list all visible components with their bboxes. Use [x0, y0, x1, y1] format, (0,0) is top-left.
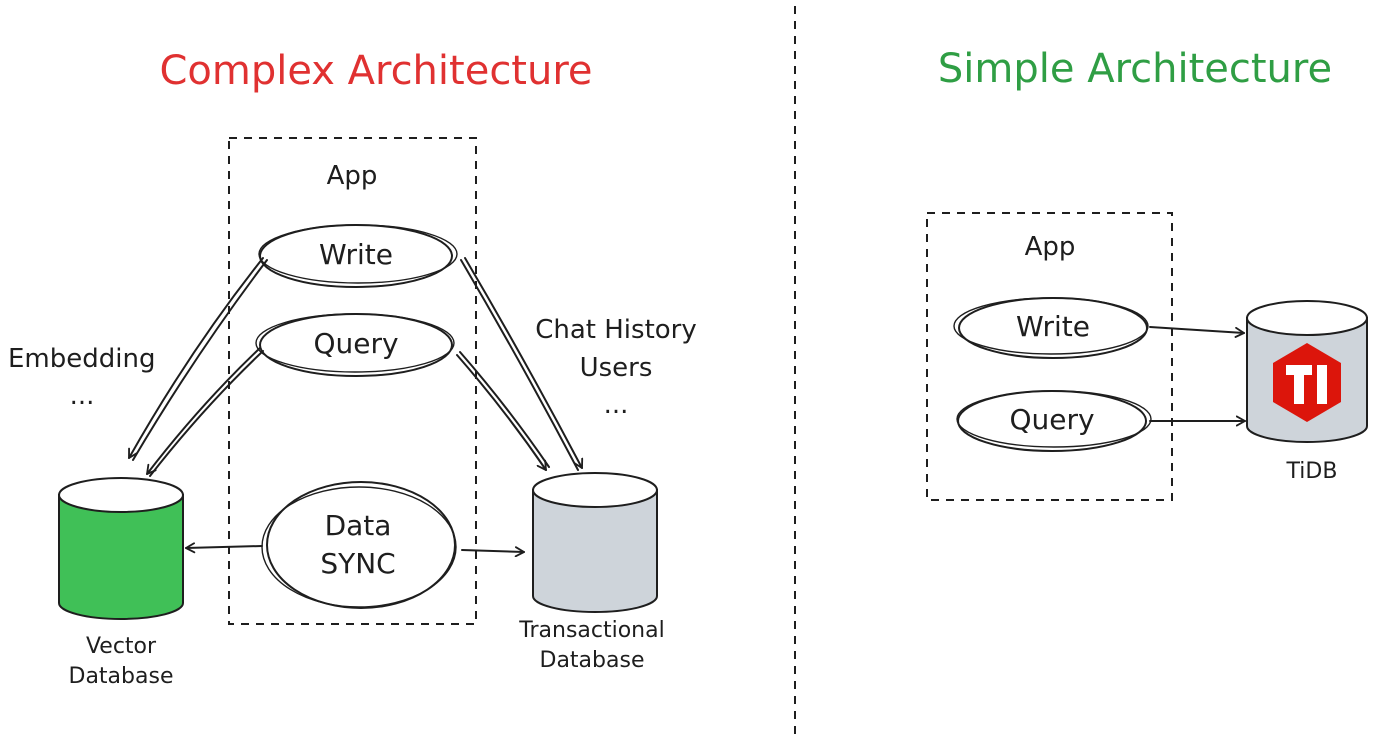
arrow-query-to-transactional-stroke2 [459, 351, 550, 468]
simple-architecture-section: Simple Architecture App Write Query TiDB [926, 46, 1368, 501]
simple-write-node: Write [953, 297, 1149, 359]
chat-history-label: Chat History [535, 315, 697, 345]
complex-sync-line2: SYNC [320, 547, 395, 580]
complex-app-box [228, 137, 477, 625]
arrow-query-to-vector [146, 347, 261, 475]
complex-data-sync-node: Data SYNC [261, 481, 457, 609]
simple-write-label: Write [1016, 310, 1090, 343]
arrow-write-to-transactional-stroke2 [460, 259, 579, 471]
complex-query-node: Query [255, 313, 455, 377]
complex-title: Complex Architecture [159, 48, 592, 94]
vector-db-label-line1: Vector [86, 634, 157, 659]
arrow-query-to-vector-stroke2 [149, 350, 264, 477]
arrow-sync-to-transactional [461, 546, 525, 558]
transactional-db-label-line1: Transactional [518, 618, 664, 643]
complex-write-node: Write [258, 224, 458, 288]
embedding-more: ... [70, 381, 95, 411]
complex-query-label: Query [313, 327, 398, 360]
simple-query-node: Query [956, 390, 1152, 452]
simple-title: Simple Architecture [938, 46, 1332, 92]
complex-write-label: Write [319, 238, 393, 271]
arrow-write-to-vector-stroke2 [132, 259, 268, 461]
simple-app-label: App [1025, 232, 1076, 262]
transactional-database-icon [532, 472, 658, 613]
arrow-write-to-transactional [464, 257, 584, 469]
vector-db-label-line2: Database [69, 664, 174, 689]
arrow-simple-write-to-tidb [1149, 326, 1245, 338]
simple-app-box [926, 212, 1173, 501]
complex-sync-line1: Data [325, 509, 392, 542]
complex-app-label: App [327, 161, 378, 191]
transactional-db-label-line2: Database [540, 648, 645, 673]
users-label: Users [580, 353, 653, 383]
complex-architecture-section: Complex Architecture App Write Query Dat… [8, 48, 697, 689]
arrow-query-to-transactional [456, 354, 547, 471]
tidb-label: TiDB [1286, 459, 1338, 484]
simple-query-label: Query [1009, 403, 1094, 436]
users-more: ... [604, 390, 629, 420]
arrow-sync-to-vector [185, 542, 263, 554]
arrow-write-to-vector [128, 257, 264, 459]
embedding-label: Embedding [8, 344, 155, 374]
tidb-logo-icon [1273, 343, 1341, 422]
vector-database-icon [58, 477, 184, 620]
